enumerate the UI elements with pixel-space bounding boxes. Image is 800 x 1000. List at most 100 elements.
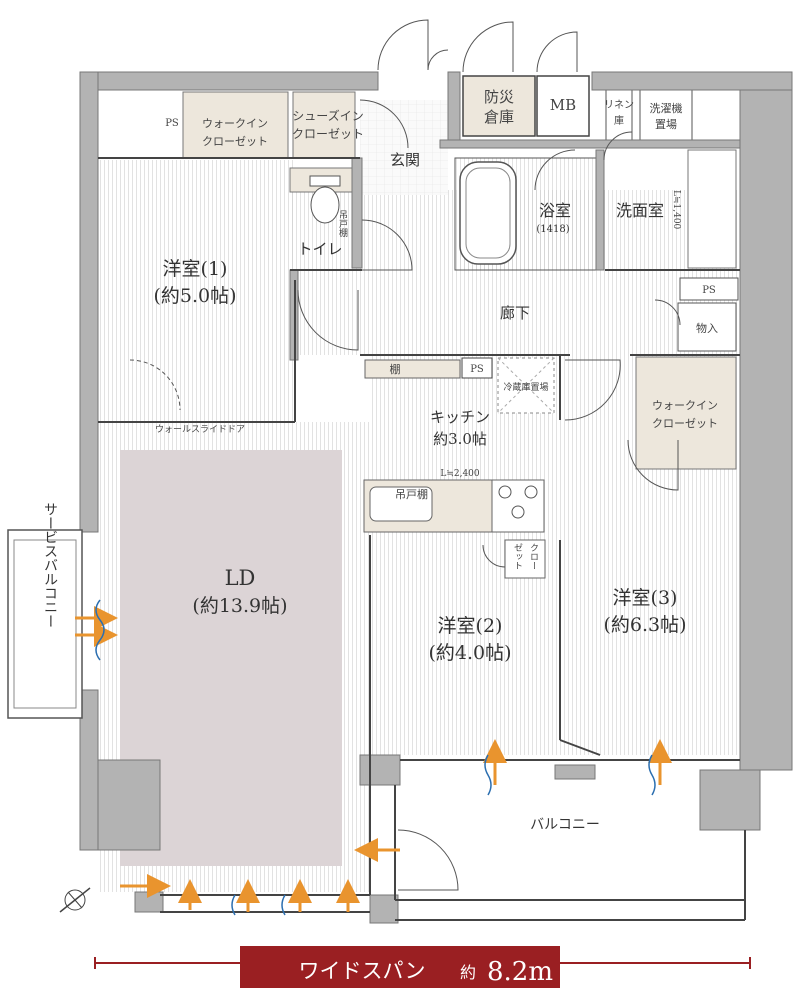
disaster-storage bbox=[462, 75, 536, 137]
service-balcony-label: サービスバルコニー bbox=[42, 502, 58, 628]
banner-label: ワイドスパン bbox=[298, 959, 425, 983]
western1-name: 洋室(1) bbox=[163, 258, 228, 280]
wave-5 bbox=[281, 894, 286, 916]
shelf bbox=[364, 359, 461, 379]
wic1-line1: ウォークイン bbox=[202, 117, 268, 130]
burner-3 bbox=[511, 505, 525, 519]
bathtub-inner bbox=[465, 167, 511, 259]
balcony-label: バルコニー bbox=[530, 817, 600, 833]
slide-door-arc bbox=[129, 359, 181, 411]
western3-name: 洋室(3) bbox=[613, 587, 678, 609]
kitchen-name: キッチン bbox=[430, 408, 490, 426]
wall-right bbox=[739, 89, 793, 771]
washroom-label: 洗面室 bbox=[616, 201, 664, 220]
door-linen bbox=[603, 131, 633, 161]
wave-4 bbox=[231, 894, 236, 916]
western2-size: (約4.0帖) bbox=[428, 642, 511, 664]
ps-label-3: PS bbox=[702, 285, 716, 296]
wall-balcony-left bbox=[359, 754, 401, 786]
banner-ticks bbox=[94, 957, 751, 969]
compass bbox=[59, 887, 91, 913]
mb-label: MB bbox=[550, 96, 576, 114]
wave-3 bbox=[648, 754, 656, 796]
burner-1 bbox=[498, 485, 512, 499]
door-toilet bbox=[361, 219, 413, 271]
wave-2 bbox=[484, 754, 492, 796]
wash-length-label: L≒1,400 bbox=[671, 190, 681, 230]
ps-label-2: PS bbox=[470, 364, 484, 375]
fridge-x2 bbox=[497, 357, 555, 414]
fridge-x1 bbox=[497, 357, 555, 414]
bathtub bbox=[459, 161, 517, 265]
laundry-line2: 置場 bbox=[655, 118, 677, 131]
service-balcony-inner bbox=[13, 539, 77, 709]
storage-labels: ウォークイン クローゼット シューズイン クローゼット ウォークイン クローゼッ… bbox=[202, 88, 718, 570]
width-banner: ワイドスパン 約 8.2m bbox=[94, 946, 751, 988]
western1-size: (約5.0帖) bbox=[153, 285, 236, 307]
door-entrance-2 bbox=[427, 49, 449, 71]
toilet-bowl bbox=[310, 186, 340, 224]
shoes-line2: クローゼット bbox=[292, 127, 364, 141]
door-balcony-1 bbox=[397, 829, 459, 891]
plan-notes: PS PS PS ウォールスライドドア L≒2,400 L≒1,400 bbox=[155, 118, 716, 479]
shelf-label: 棚 bbox=[390, 362, 401, 376]
wall-bottom-left bbox=[134, 891, 164, 913]
washbasin bbox=[687, 149, 737, 269]
door-storage bbox=[654, 299, 681, 326]
entrance-label: 玄関 bbox=[390, 151, 420, 169]
door-bath bbox=[534, 149, 576, 191]
wall-top-right bbox=[591, 71, 793, 91]
door-shoes bbox=[359, 99, 409, 149]
fridge-label: 冷蔵庫置場 bbox=[503, 381, 548, 393]
wall-column-right bbox=[699, 769, 761, 831]
compass-cross bbox=[67, 891, 83, 909]
closets bbox=[182, 75, 739, 579]
room-labels: 洋室(1) (約5.0帖) LD (約13.9帖) 洋室(2) (約4.0帖) … bbox=[42, 151, 687, 833]
storage-room-label: 物入 bbox=[696, 321, 718, 335]
wall-inner-3 bbox=[439, 139, 741, 149]
corridor-label: 廊下 bbox=[500, 304, 530, 322]
linen-line2: 庫 bbox=[614, 114, 624, 127]
wall-top-mid bbox=[447, 71, 461, 141]
walls bbox=[79, 71, 793, 924]
service-balcony-frame bbox=[7, 529, 83, 719]
wic1-line2: クローゼット bbox=[202, 135, 268, 148]
banner-prefix: 約 bbox=[460, 963, 476, 982]
toilet-label: トイレ bbox=[297, 240, 342, 258]
closet-k1: クロー bbox=[528, 543, 538, 570]
disaster-line2: 倉庫 bbox=[484, 108, 514, 126]
door-kitchen-closet bbox=[482, 544, 506, 568]
kitchen-closet bbox=[504, 539, 546, 579]
door-entrance-1 bbox=[377, 19, 429, 71]
entrance-floor bbox=[360, 100, 448, 195]
kitchen-size: 約3.0帖 bbox=[433, 430, 487, 448]
shoes-line1: シューズイン bbox=[292, 108, 363, 123]
ps-box-2 bbox=[461, 357, 493, 379]
wall-balcony-mid bbox=[554, 764, 596, 780]
wic2-line1: ウォークイン bbox=[652, 399, 718, 412]
burner-2 bbox=[524, 485, 538, 499]
western2-name: 洋室(2) bbox=[438, 615, 503, 637]
door-mb bbox=[536, 31, 578, 73]
airflow-waves bbox=[95, 599, 656, 916]
ld-size: (約13.9帖) bbox=[192, 595, 287, 617]
wave-1 bbox=[95, 599, 105, 661]
kitchen-cabinet-label: 吊戸棚 bbox=[395, 487, 428, 501]
ld-name: LD bbox=[225, 566, 256, 590]
wall-left-upper bbox=[79, 71, 99, 533]
storage-room-box bbox=[677, 302, 737, 352]
wall-inner-4 bbox=[595, 149, 605, 271]
banner-value: 8.2m bbox=[487, 957, 553, 987]
closet-k2: ゼット bbox=[512, 543, 523, 570]
door-disaster bbox=[462, 21, 514, 73]
wall-top-left bbox=[79, 71, 379, 91]
doors bbox=[129, 19, 681, 891]
door-room3 bbox=[564, 359, 621, 421]
disaster-line1: 防災 bbox=[484, 88, 514, 106]
western1-floor bbox=[98, 160, 295, 422]
tw-8 bbox=[559, 739, 601, 756]
wall-column-left bbox=[97, 759, 161, 851]
linen-line1: リネン bbox=[604, 99, 634, 111]
western3-size: (約6.3帖) bbox=[603, 614, 686, 636]
